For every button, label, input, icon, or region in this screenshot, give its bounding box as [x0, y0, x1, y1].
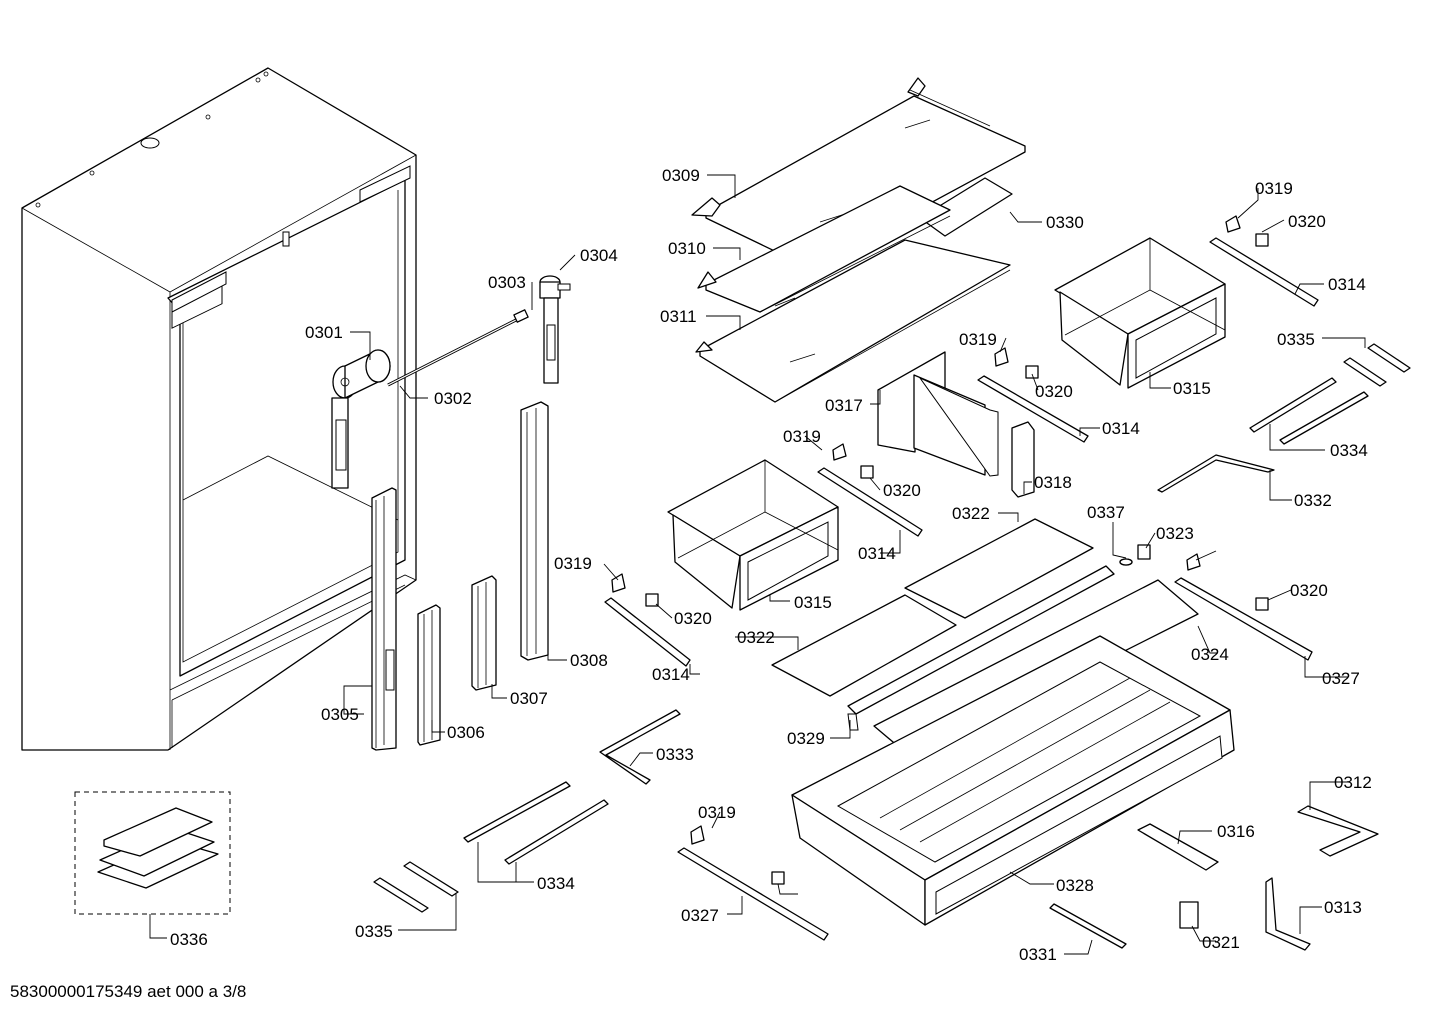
brackets-0320	[645, 233, 1269, 885]
label-0314-b: 0314	[1102, 419, 1140, 438]
glass-plate-0322-upper	[904, 518, 1094, 619]
label-0313: 0313	[1324, 898, 1362, 917]
glass-shelf-0330	[919, 177, 1013, 237]
label-0312: 0312	[1334, 773, 1372, 792]
label-0334-a: 0334	[1330, 441, 1368, 460]
slide-0327-bottom	[677, 847, 829, 941]
part-0312	[1297, 805, 1379, 857]
label-0308: 0308	[570, 651, 608, 670]
crisper-drawer-0328	[791, 635, 1235, 926]
label-0327-b: 0327	[681, 906, 719, 925]
label-0321: 0321	[1202, 933, 1240, 952]
label-0319-c: 0319	[783, 427, 821, 446]
label-0332: 0332	[1294, 491, 1332, 510]
label-0335-a: 0335	[1277, 330, 1315, 349]
label-0319-b: 0319	[959, 330, 997, 349]
glass-plate-0322-lower	[771, 594, 957, 697]
label-0319-a: 0319	[1255, 179, 1293, 198]
label-0304: 0304	[580, 246, 618, 265]
rail-0307	[471, 575, 497, 691]
label-0319-d: 0319	[554, 554, 592, 573]
label-0320-d: 0320	[674, 609, 712, 628]
slide-0314-mid-left	[817, 467, 923, 537]
part-0316	[1137, 823, 1219, 871]
drawer-0315-right	[1054, 237, 1226, 389]
label-0322-b: 0322	[737, 628, 775, 647]
label-0306: 0306	[447, 723, 485, 742]
label-0320-e: 0320	[1290, 581, 1328, 600]
label-0334-b: 0334	[537, 874, 575, 893]
label-0315-b: 0315	[794, 593, 832, 612]
label-0328: 0328	[1056, 876, 1094, 895]
label-0303: 0303	[488, 273, 526, 292]
label-0316: 0316	[1217, 822, 1255, 841]
label-0319-e: 0319	[698, 803, 736, 822]
rail-0306	[417, 604, 441, 746]
label-0330: 0330	[1046, 213, 1084, 232]
glass-shelf-0310	[697, 185, 951, 313]
label-0315-a: 0315	[1173, 379, 1211, 398]
label-0314-d: 0314	[652, 665, 690, 684]
label-0320-c: 0320	[883, 481, 921, 500]
label-0337: 0337	[1087, 503, 1125, 522]
part-0321	[1179, 901, 1199, 929]
glass-shelf-0311	[695, 239, 1011, 403]
rod-0302	[387, 316, 521, 387]
label-0318: 0318	[1034, 473, 1072, 492]
cover-0318	[1011, 421, 1035, 498]
label-0301: 0301	[305, 323, 343, 342]
accessory-box-0336	[74, 791, 231, 915]
strips-0335	[373, 343, 1411, 913]
drawer-0315-left	[667, 459, 839, 611]
refrigerator-cabinet	[21, 67, 417, 751]
label-0310: 0310	[668, 239, 706, 258]
label-0322-a: 0322	[952, 504, 990, 523]
rail-0329	[847, 565, 1115, 731]
slide-0327-right	[1174, 577, 1313, 661]
label-0324: 0324	[1191, 645, 1229, 664]
label-0309: 0309	[662, 166, 700, 185]
leader-lines	[149, 174, 1366, 955]
pin-0303	[513, 309, 529, 323]
label-0323: 0323	[1156, 524, 1194, 543]
slide-0314-mid	[977, 375, 1089, 443]
label-0329: 0329	[787, 729, 825, 748]
strips-0334	[463, 377, 1369, 865]
label-0335-b: 0335	[355, 922, 393, 941]
label-0314-a: 0314	[1328, 275, 1366, 294]
document-id-footer: 58300000175349 aet 000 a 3/8	[10, 982, 247, 1001]
frame-0333	[599, 709, 681, 785]
label-0302: 0302	[434, 389, 472, 408]
part-0313	[1265, 877, 1311, 951]
ring-0337	[1119, 558, 1133, 566]
hinge-cylinder-0301	[331, 349, 391, 489]
label-0320-a: 0320	[1288, 212, 1326, 231]
frame-0332	[1157, 454, 1275, 493]
label-0305: 0305	[321, 705, 359, 724]
label-0307: 0307	[510, 689, 548, 708]
slide-0314-low	[604, 597, 691, 667]
hinge-0304	[539, 275, 571, 384]
divider-0317	[877, 351, 999, 477]
part-labels: 0301 0302 0303 0304 0305 0306 0307 0308 …	[170, 166, 1372, 964]
label-0331: 0331	[1019, 945, 1057, 964]
label-0317: 0317	[825, 396, 863, 415]
brackets-0319	[611, 215, 1241, 845]
slide-0314-top-right	[1209, 237, 1319, 307]
label-0311: 0311	[660, 307, 697, 326]
label-0314-c: 0314	[858, 544, 896, 563]
label-0327-a: 0327	[1322, 669, 1360, 688]
label-0333: 0333	[656, 745, 694, 764]
rail-0308	[520, 401, 549, 661]
label-0336: 0336	[170, 930, 208, 949]
rod-0331	[1049, 903, 1127, 949]
label-0320-b: 0320	[1035, 382, 1073, 401]
rail-0305	[371, 487, 397, 751]
